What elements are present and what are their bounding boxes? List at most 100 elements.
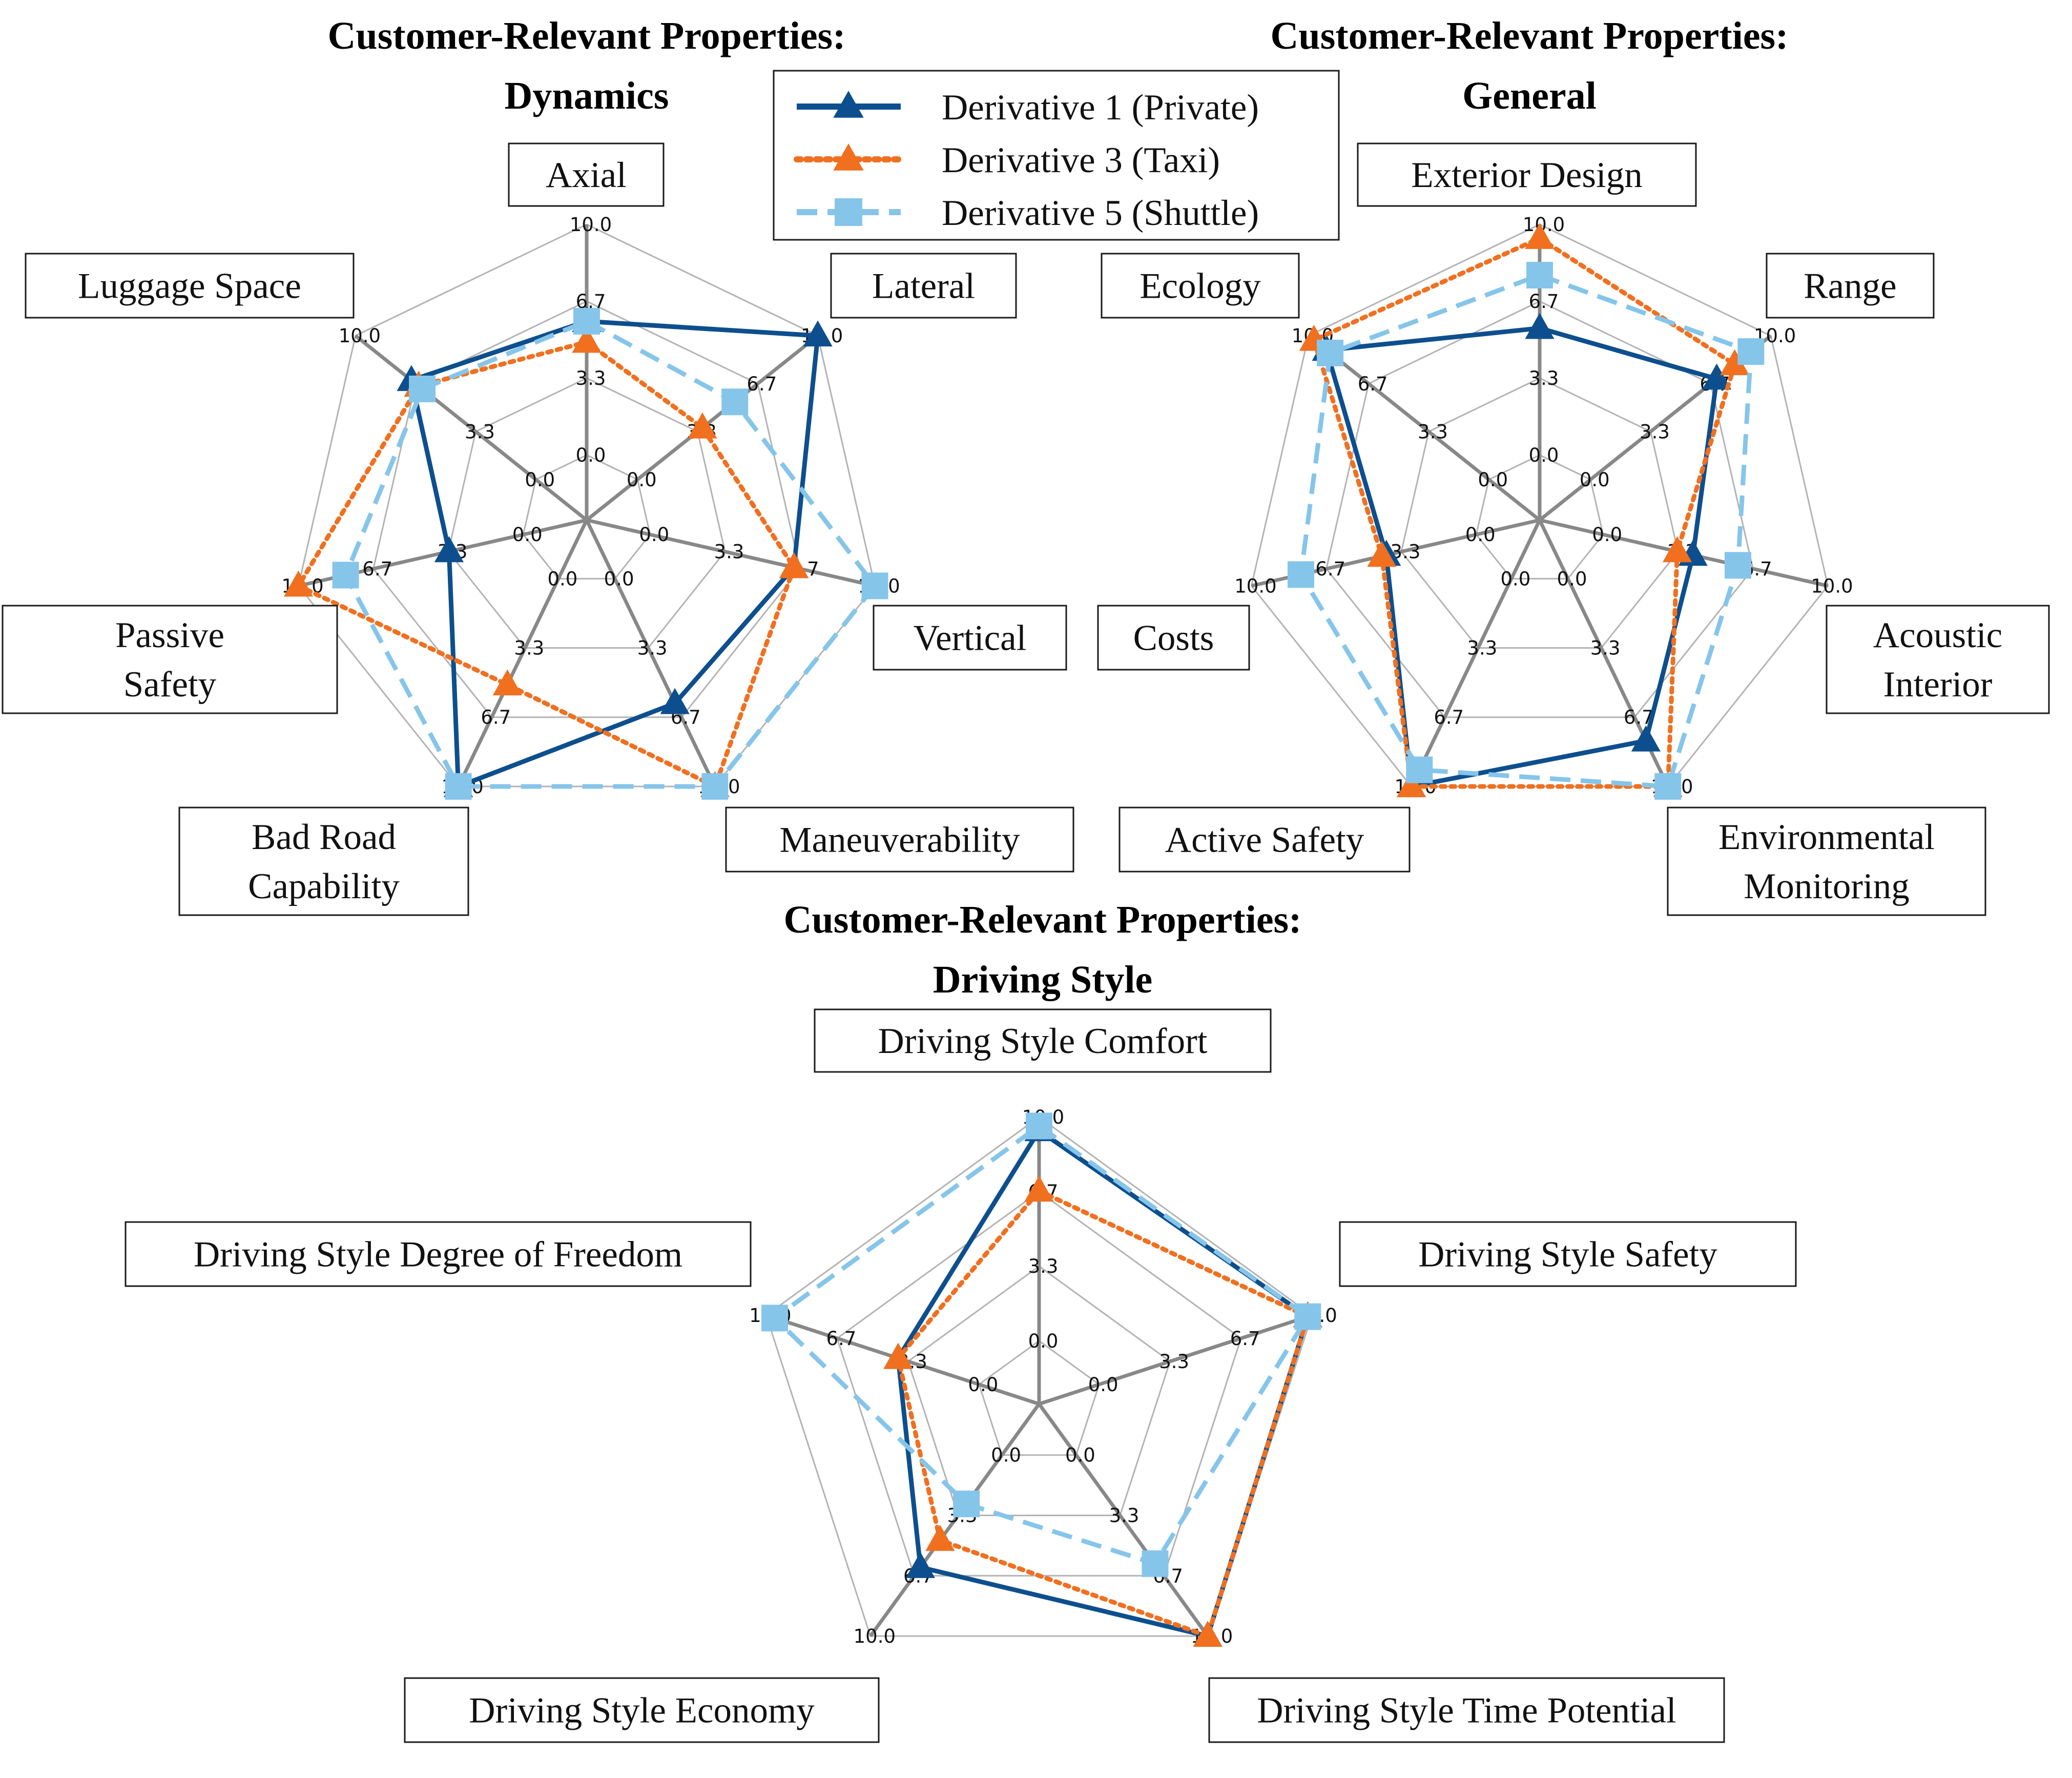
tick-label: 6.7 [1529,291,1559,313]
series-line-derivative-1-private [409,319,820,789]
grid-ring-1 [522,454,651,580]
axis-label-text: Active Safety [1165,820,1364,860]
tick-label: 10.0 [570,214,612,236]
series-line-derivative-3-taxi [896,1188,1310,1639]
axis-label-text: Driving Style Safety [1418,1235,1717,1275]
grid-ring-2 [907,1265,1171,1516]
axis-label-text: Environmental [1718,817,1935,857]
legend-items: Derivative 1 (Private) Derivative 3 (Taxi… [794,88,1259,233]
tick-label: 0.0 [1065,1444,1095,1466]
axis-label-text: Driving Style Economy [469,1691,815,1731]
tick-label: 0.0 [1088,1374,1118,1396]
tick-label: 3.3 [714,541,744,563]
tick-label: 3.3 [1590,637,1621,659]
axis-label-text: Ecology [1139,266,1261,306]
axis-label-text: Lateral [872,266,975,306]
radar-panel-driving-style: 0.03.36.710.00.03.36.710.00.03.36.710.00… [125,1008,1797,1743]
axis-label-text: Exterior Design [1411,155,1643,195]
tick-label: 6.7 [1358,373,1388,395]
data-point-derivative-5-shuttle-ecology [1317,339,1344,366]
data-point-derivative-3-taxi-acoustic-interior [1662,536,1692,563]
tick-label: 0.0 [991,1444,1021,1466]
radar-panels: 0.0 3.3 6.7 10.0 0.0 3.3 6.7 10.0 0.0 3.3 6.7 10.0 0… [2,142,2050,1743]
legend-label-2: Derivative 3 (Taxi) [942,140,1220,180]
data-point-derivative-3-taxi-driving-style-comfort [1024,1175,1054,1202]
axis-label-text: Axial [546,155,627,195]
tick-label: 6.7 [481,707,511,729]
grid-ring-1 [978,1339,1100,1456]
tick-label: 0.0 [1465,524,1496,546]
tick-label: 6.7 [1315,558,1345,580]
tick-label: 6.7 [362,558,392,580]
tick-label: 0.0 [604,568,634,590]
axis-label-text: Driving Style Degree of Freedom [194,1235,682,1275]
data-point-derivative-3-taxi-axial [572,326,602,353]
axis-label-driving-style-degree-of-freedom: Driving Style Degree of Freedom [125,1221,752,1287]
data-point-derivative-5-shuttle-exterior-design [1526,262,1553,289]
data-point-derivative-5-shuttle-axial [573,308,600,335]
spoke-ecology [1307,334,1541,522]
data-point-derivative-5-shuttle-maneuverability [701,773,729,800]
grid-ring-4 [765,1116,1313,1637]
data-point-derivative-5-shuttle-costs [1287,561,1314,588]
data-point-derivative-5-shuttle-vertical [861,572,888,599]
series-line-derivative-5-shuttle [772,1124,1310,1566]
tick-label: 0.0 [1028,1330,1059,1352]
data-point-derivative-5-shuttle-lateral [721,388,749,416]
axis-label-text: Interior [1883,665,1993,705]
tick-label: 10.0 [339,325,381,347]
data-point-derivative-3-taxi-vertical [779,552,809,578]
tick-label: 3.3 [1109,1504,1139,1526]
tick-label: 6.7 [1434,707,1464,729]
tick-label: 0.0 [627,469,657,491]
axis-label-text: Driving Style Comfort [878,1021,1208,1061]
tick-label: 0.0 [512,524,543,546]
axis-label-box [1101,253,1300,319]
axis-label-box [873,605,1067,671]
data-point-derivative-5-shuttle-driving-style-comfort [1026,1112,1052,1140]
data-point-derivative-5-shuttle-environmental-monitoring [1654,773,1682,800]
spoke-driving-style-safety [1038,1313,1313,1406]
spoke-vertical [586,518,876,588]
spoke-luggage-space [354,334,588,522]
spoke-driving-style-time-potential [1038,1402,1209,1638]
tick-label: 3.3 [465,421,495,443]
driving-style-subtitle: Driving Style [933,958,1153,1001]
spoke-active-safety [1410,519,1542,788]
axis-label-driving-style-safety: Driving Style Safety [1339,1221,1797,1287]
axis-label-text: Capability [248,866,400,906]
tick-label: 6.7 [1230,1328,1260,1350]
axis-label-vertical: Vertical [873,605,1067,671]
tick-label: 0.0 [1592,524,1622,546]
data-point-derivative-5-shuttle-driving-style-economy [953,1491,980,1518]
data-point-derivative-3-taxi-driving-style-time-potential [1193,1621,1223,1647]
data-point-derivative-5-shuttle-passive-safety [332,562,359,589]
tick-label: 3.3 [637,637,668,659]
tick-label: 10.0 [1811,575,1853,597]
legend-label-1: Derivative 1 (Private) [942,88,1259,128]
spoke-maneuverability [585,519,717,788]
dynamics-title: Customer-Relevant Properties: [328,14,846,57]
axis-label-driving-style-economy: Driving Style Economy [404,1677,880,1743]
axis-label-text: Costs [1133,618,1214,658]
tick-label: 3.3 [1529,367,1559,389]
axis-label-luggage-space: Luggage Space [25,253,355,319]
legend-marker-2 [833,143,864,171]
data-point-derivative-1-private-lateral [803,320,833,347]
axis-label-box [1118,807,1411,873]
axis-label-text: Bad Road [252,817,396,857]
data-point-derivative-1-private-range [1702,363,1732,390]
axis-label-text: Passive [115,615,224,655]
axis-label-box [178,807,469,916]
tick-label: 3.3 [1640,421,1670,443]
data-point-derivative-3-taxi-driving-style-economy [925,1524,955,1551]
tick-label: 0.0 [576,444,606,466]
axis-label-text: Luggage Space [78,266,301,306]
data-point-derivative-5-shuttle-acoustic-interior [1725,552,1752,579]
tick-label: 3.3 [1418,421,1448,443]
legend-label-3: Derivative 5 (Shuttle) [942,193,1259,233]
tick-label: 3.3 [1467,637,1497,659]
